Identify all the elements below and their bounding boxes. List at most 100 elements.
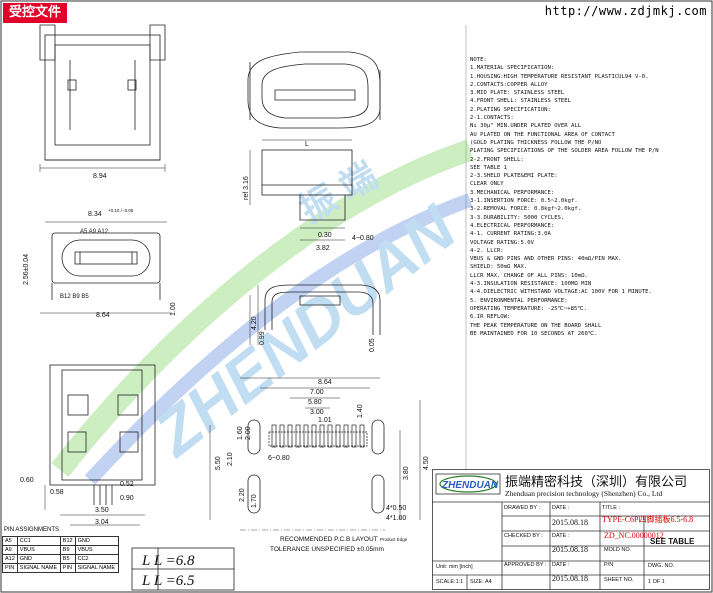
connector-bottom-view bbox=[44, 364, 156, 526]
dim-090: 0.90 bbox=[120, 495, 134, 502]
dim-480: 4−0.80 bbox=[352, 235, 374, 242]
note-line: 3-1.INSERTION FORCE: 0.5~2.0kgf. bbox=[470, 198, 578, 205]
pcb-dim-580: 5.80 bbox=[308, 399, 322, 406]
length-row-2: L L =6.5 bbox=[142, 573, 195, 589]
drawn-by-label: DRAWED BY : bbox=[504, 505, 541, 511]
note-line: SHIELD: 50mΩ MAX. bbox=[470, 264, 528, 271]
part-title: TYPE-C6P四脚插板6.5-6.8 bbox=[602, 515, 694, 524]
pcb-dim-4050: 4*0.50 bbox=[386, 505, 406, 512]
dim-005: 0.05 bbox=[369, 338, 376, 352]
pins-bottom-label: B12 B9 B5 bbox=[60, 294, 89, 300]
spec-notes: NOTE: 1.MATERIAL SPECIFICATION: 1.HOUSIN… bbox=[470, 56, 710, 338]
dim-834: 8.34 bbox=[88, 211, 102, 218]
dim-350: 3.50 bbox=[95, 507, 109, 514]
note-line: 3.MID PLATE: STAINLESS STEEL bbox=[470, 90, 565, 97]
dim-894: 8.94 bbox=[93, 173, 107, 180]
dim-100: 1.00 bbox=[170, 302, 177, 316]
connector-top-view bbox=[39, 24, 166, 172]
note-line: 1.HOUSING:HIGH TEMPERATURE RESISTANT PLA… bbox=[470, 73, 649, 80]
dim-256: 2.56±0.04 bbox=[23, 254, 30, 285]
table-row: A5 CC1 B12 GND bbox=[2, 536, 119, 546]
table-cell: A5 bbox=[2, 536, 18, 546]
sheet-number: 1 OF 1 bbox=[648, 579, 665, 585]
table-cell: SIGNAL NAME bbox=[16, 563, 61, 573]
table-cell: CC2 bbox=[74, 554, 119, 564]
note-line: 3-2.REMOVAL FORCE: 0.8kgf~2.0kgf. bbox=[470, 206, 582, 213]
pcb-dim-300: 3.00 bbox=[310, 409, 324, 416]
length-row-1: L L =6.8 bbox=[142, 553, 195, 569]
sheet-size-label: SIZE: A4 bbox=[470, 579, 492, 585]
pcb-dim-200: 2.00 bbox=[245, 426, 252, 440]
pcb-title: RECOMMENDED P.C.B LAYOUT bbox=[280, 536, 378, 543]
drawing-number-label: DWG. NO. bbox=[648, 563, 675, 569]
checked-date: 2015.08.18 bbox=[552, 545, 588, 554]
connector-side-view bbox=[249, 139, 353, 241]
note-line: 4-4.DIELECTRIC WITHSTAND VOLTAGE:AC 100V… bbox=[470, 289, 652, 296]
note-line: 6.IR REFLOW: bbox=[470, 314, 511, 321]
pcb-layout bbox=[209, 377, 421, 531]
pcb-dim-4100: 4*1.00 bbox=[386, 515, 406, 522]
table-row: A9 VBUS B9 VBUS bbox=[2, 545, 119, 555]
connector-front-view bbox=[40, 221, 172, 314]
table-cell: B9 bbox=[59, 545, 76, 555]
pcb-dim-380: 3.80 bbox=[403, 466, 410, 480]
dim-382: 3.82 bbox=[316, 245, 330, 252]
note-line: 1.MATERIAL SPECIFICATION: bbox=[470, 65, 555, 72]
table-cell: PIN bbox=[2, 563, 18, 573]
pcb-dim-220: 2.20 bbox=[239, 488, 246, 502]
note-line: (GOLD PLATING THICKNESS FOLLOW THE P/NO bbox=[470, 139, 602, 146]
table-cell: SIGNAL NAME bbox=[74, 563, 119, 573]
company-name-cn: 振端精密科技（深圳）有限公司 bbox=[505, 475, 688, 490]
table-cell: B12 bbox=[59, 536, 76, 546]
note-line: THE PEAK TEMPERATURE ON THE BOARD SHALL bbox=[470, 322, 602, 329]
dimension-labels: 8.94 8.34 +0.10 / -0.05 A5 A9 A12 B12 B9… bbox=[20, 141, 430, 553]
table-row: A12 GND B5 CC2 bbox=[2, 554, 119, 564]
dim-420: 4.20 bbox=[251, 316, 258, 330]
connector-iso-view bbox=[247, 51, 381, 129]
note-line: BE MAINTAINED FOR 10 SECONDS AT 260℃. bbox=[470, 330, 598, 337]
dim-058: 0.58 bbox=[50, 489, 64, 496]
note-line: 2.CONTACTS:COPPER ALLOY bbox=[470, 81, 548, 88]
pcb-dim-864: 8.64 bbox=[318, 379, 332, 386]
note-line: VOLTAGE RATING:5.0V bbox=[470, 239, 534, 246]
logo-text: ZHENDUAN bbox=[441, 480, 499, 491]
website-url: http://www.zdjmkj.com bbox=[544, 4, 707, 18]
table-cell: B5 bbox=[59, 554, 76, 564]
approved-date: 2015.08.18 bbox=[552, 574, 588, 583]
pin-assignments-table: A5 CC1 B12 GND A9 VBUS B9 VBUS A12 GND B… bbox=[2, 536, 119, 573]
table-cell: VBUS bbox=[74, 545, 119, 555]
document-number: ZD_NC.00000012 bbox=[604, 531, 664, 540]
note-line: 4.ELECTRICAL PERFORMANCE: bbox=[470, 222, 555, 229]
note-line: 4-1. CURRENT RATING:3.0A bbox=[470, 231, 551, 238]
dim-316: ref 3.16 bbox=[243, 176, 250, 200]
note-line: AU PLATED ON THE FUNCTIONAL AREA OF CONT… bbox=[470, 131, 615, 138]
note-line: CLEAR ONLY bbox=[470, 181, 504, 188]
table-row: PIN SIGNAL NAME PIN SIGNAL NAME bbox=[2, 563, 119, 573]
note-line: 2.PLATING SPECIFICATION: bbox=[470, 106, 551, 113]
note-line: 5. ENVIRONMENTAL PERFORMANCE: bbox=[470, 297, 568, 304]
table-cell: A12 bbox=[2, 554, 18, 564]
note-line: VBUS & GND PINS AND OTHER PINS: 40mΩ/PIN… bbox=[470, 256, 622, 263]
date-label: DATE : bbox=[552, 505, 570, 511]
table-cell: GND bbox=[74, 536, 119, 546]
dim-030: 0.30 bbox=[318, 232, 332, 239]
note-line: 3-3.DURABILITY: 5000 CYCLES. bbox=[470, 214, 565, 221]
note-line: NOTE: bbox=[470, 57, 487, 63]
dim-099: 0.99 bbox=[259, 331, 266, 345]
title-block-frame: ZHENDUAN bbox=[432, 469, 710, 590]
note-line: 3.MECHANICAL PERFORMANCE: bbox=[470, 189, 555, 196]
title-label: TITLE : bbox=[602, 505, 621, 511]
date-label: DATE : bbox=[552, 533, 570, 539]
table-cell: CC1 bbox=[16, 536, 61, 546]
checked-by-label: CHECKED BY : bbox=[504, 533, 543, 539]
dim-834-tol: +0.10 / -0.05 bbox=[108, 208, 134, 213]
pcb-dim-210: 2.10 bbox=[227, 452, 234, 466]
see-table-label: SEE TABLE bbox=[650, 537, 695, 546]
dim-L: L bbox=[305, 141, 309, 148]
pcb-dim-170: 1.70 bbox=[251, 494, 258, 508]
approved-by-label: APPROVED BY : bbox=[504, 562, 547, 568]
pcb-dim-680: 6−0.80 bbox=[268, 455, 290, 462]
note-line: 2-3.SHELD PLATE&EMI PLATE: bbox=[470, 173, 558, 180]
note-line: LLCR MAX. CHANGE OF ALL PINS: 10mΩ. bbox=[470, 272, 588, 279]
